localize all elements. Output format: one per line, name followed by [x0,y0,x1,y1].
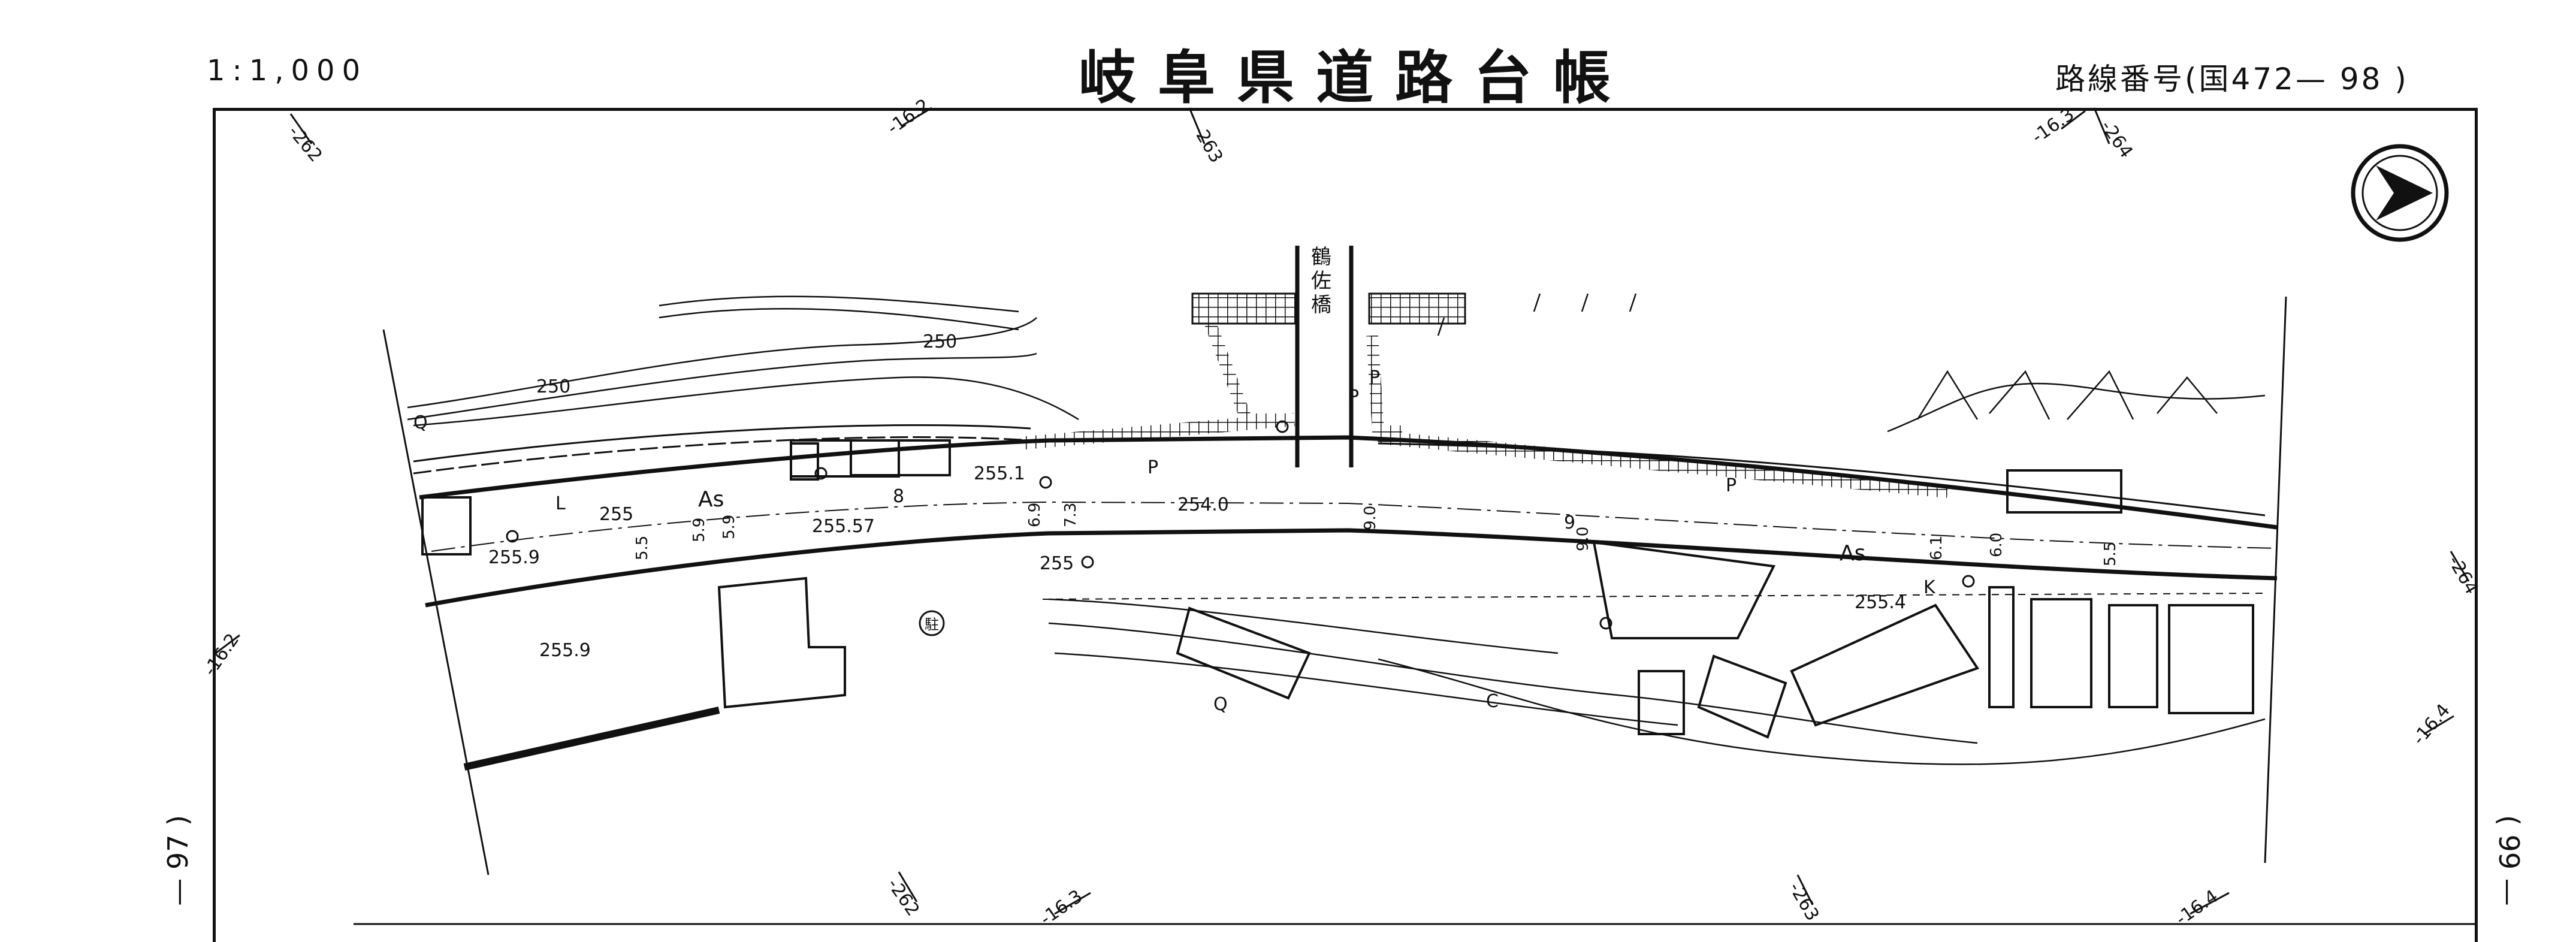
chainage-ticks [215,107,2470,915]
width-label: 5.9 [690,518,708,542]
chainage-label: -16.4 [2408,700,2454,749]
road-surface-label: As [1840,541,1865,566]
road-edges [413,424,2278,771]
elevation-label: 255.9 [539,640,591,661]
width-label: 6.1 [1928,536,1946,560]
elevation-label: 255 [1040,553,1074,574]
contour-label: 250 [536,376,570,397]
chainage-label: -262 [284,122,327,167]
bridge [1018,246,1949,498]
right-sheet-reference: ( 99 — [2493,815,2525,906]
chainage-label: -263 [1188,121,1227,167]
elevation-label: 255.9 [488,547,540,568]
chainage-label: -16.2 [200,630,243,680]
contour-lines [407,295,2266,765]
symbol-label: 9 [1564,512,1575,533]
parking-icon: 駐 [919,610,945,636]
symbol-label: P [1348,387,1359,407]
elevation-label: 254.0 [1177,494,1229,515]
symbol-label: L [555,493,566,514]
symbol-label: P [1726,475,1737,496]
chainage-label: -16.3 [2028,104,2079,147]
symbol-label: K [1923,577,1936,598]
map-annotations: 250 250 255 As As Q L P P P P K 8 9 Q C … [413,331,1936,715]
elevation-label: 255.57 [812,516,875,537]
map-scale: 1:1,000 [207,54,368,87]
width-label: 9.0 [1574,527,1592,551]
road-surface-label: As [698,487,724,512]
page-title: 岐阜県道路台帳 [1079,44,1632,111]
symbol-label: C [1486,691,1499,712]
utility-poles [506,420,1975,630]
chainage-label: -264 [2444,552,2482,598]
width-label: 6.0 [1988,533,2006,557]
chainage-label: -263 [1784,879,1823,925]
elevation-label: 255.1 [974,463,1025,484]
width-labels: 5.5 5.9 5.9 6.9 7.3 9.0 9.0 6.1 6.0 5.5 [633,503,2119,566]
chainage-labels: -262 -16.2 -263 -16.3 -264 -16.2 -264 -1… [200,95,2483,929]
chainage-label: -262 [883,875,923,920]
width-label: 5.9 [720,515,738,539]
contour-label: 250 [923,331,957,352]
map-frame [213,108,2478,942]
route-number: 路線番号(国472— 98 ) [2055,62,2409,96]
bridge-name-char: 橋 [1311,293,1331,317]
width-label: 9.0 [1361,506,1379,530]
symbol-label: Q [413,412,428,433]
buildings [421,439,2254,739]
symbol-label: Q [1213,694,1228,715]
width-label: 5.5 [633,536,651,560]
bridge-name-label: 鶴佐橋 [1311,245,1331,317]
symbol-label: P [1147,457,1158,478]
chainage-label: -264 [2096,117,2137,162]
bridge-name-char: 佐 [1311,269,1331,293]
chainage-label: -16.2 [884,95,934,138]
symbol-label: 8 [893,486,904,507]
symbol-label: P [1369,367,1380,388]
width-label: 7.3 [1062,503,1080,527]
contour-label: 255 [599,504,633,525]
vegetation [1437,293,2266,433]
width-label: 5.5 [2101,542,2119,566]
svg-text:駐: 駐 [925,616,939,633]
north-arrow-icon [2351,144,2449,242]
width-label: 6.9 [1026,503,1044,527]
bridge-name-char: 鶴 [1311,245,1331,269]
elevation-label: 255.4 [1855,592,1906,613]
